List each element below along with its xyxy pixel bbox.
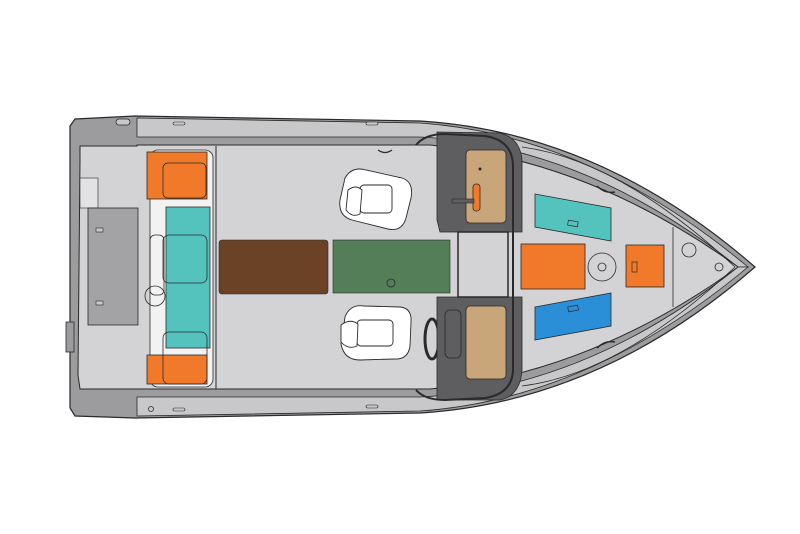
grab-bar xyxy=(451,198,475,204)
stern-cleat xyxy=(377,149,393,154)
passenger-console-seat xyxy=(465,149,507,224)
windshield-frame xyxy=(415,132,514,402)
bow-eye xyxy=(714,262,724,272)
pedestal-base xyxy=(597,262,607,272)
bow-storage-teal[interactable] xyxy=(534,193,612,242)
glovebox-handle[interactable] xyxy=(472,183,481,212)
driver-console-seat xyxy=(465,305,507,380)
center-storage-hatch[interactable] xyxy=(218,239,329,295)
console-knob xyxy=(478,167,482,171)
hatch-latch xyxy=(567,219,579,228)
drain-plug xyxy=(148,406,154,412)
rod-holder xyxy=(365,121,379,126)
stern-light-panel xyxy=(79,177,99,209)
latch xyxy=(95,227,104,233)
hatch-latch xyxy=(567,304,579,313)
bow-deck-boundary xyxy=(521,146,736,387)
walkthrough xyxy=(457,231,509,298)
latch xyxy=(95,300,104,306)
rear-seat-cushion-bottom xyxy=(146,354,208,385)
rod-holder xyxy=(172,407,186,412)
rear-seat-outlines xyxy=(144,162,208,385)
driver-seat[interactable] xyxy=(340,305,412,361)
bow-storage-orange[interactable] xyxy=(520,243,586,290)
rear-bench-teal xyxy=(165,206,211,349)
bow-cleat-top xyxy=(596,185,616,194)
rear-seat-cushion-top xyxy=(146,151,208,200)
transom-bracket xyxy=(65,321,75,353)
livewell-hatch[interactable] xyxy=(332,239,451,294)
bow-cleat-bottom xyxy=(596,340,616,349)
rod-holder xyxy=(172,121,186,126)
cleat xyxy=(115,118,131,126)
livewell-latch xyxy=(386,278,396,288)
dash-gauges xyxy=(444,309,462,359)
rod-holder xyxy=(365,404,379,409)
trolling-motor-mount xyxy=(587,252,617,282)
bow-storage-blue[interactable] xyxy=(534,292,612,341)
bow-light xyxy=(681,242,697,258)
stern-battery-box xyxy=(87,207,139,326)
hatch-latch xyxy=(631,261,638,273)
passenger-seat[interactable] xyxy=(339,168,413,230)
